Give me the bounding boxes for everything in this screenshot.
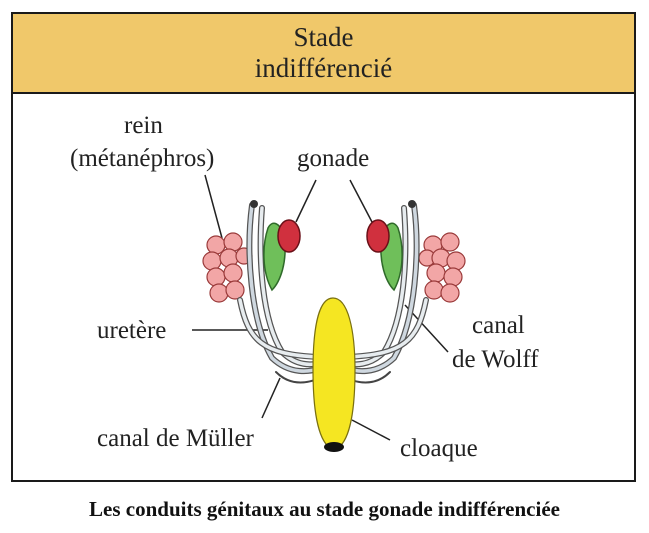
gonad-left bbox=[278, 220, 300, 252]
leader-gonade-left bbox=[296, 180, 316, 222]
label-metanephros: (métanéphros) bbox=[70, 145, 214, 173]
cloaca bbox=[313, 298, 355, 450]
label-uretere: uretère bbox=[97, 317, 166, 345]
cloaca-opening bbox=[324, 442, 344, 452]
duct-tip-right bbox=[408, 200, 416, 208]
leader-canal-muller bbox=[262, 378, 280, 418]
label-canal-muller: canal de Müller bbox=[97, 425, 254, 453]
label-cloaque: cloaque bbox=[400, 435, 478, 463]
gonad-right bbox=[367, 220, 389, 252]
leader-gonade-right bbox=[350, 180, 372, 222]
label-canal-wolff-line1: canal bbox=[472, 312, 525, 340]
leader-cloaque bbox=[352, 420, 390, 440]
label-rein: rein bbox=[124, 112, 163, 140]
kidney-left bbox=[203, 233, 252, 302]
duct-tip-left bbox=[250, 200, 258, 208]
label-canal-wolff-line2: de Wolff bbox=[452, 346, 539, 374]
kidney-right bbox=[419, 233, 465, 302]
figure-caption: Les conduits génitaux au stade gonade in… bbox=[0, 497, 649, 522]
label-gonade: gonade bbox=[297, 145, 369, 173]
leader-rein bbox=[205, 175, 222, 238]
